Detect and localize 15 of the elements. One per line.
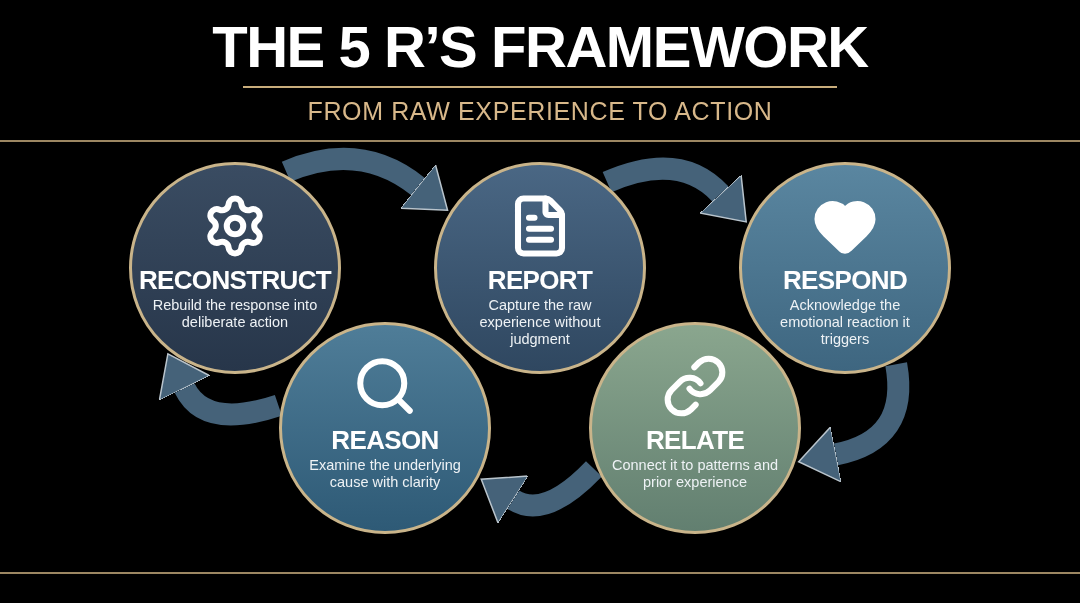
step-description: Connect it to patterns and prior experience [610,457,780,491]
step-title: RESPOND [783,265,907,295]
step-description: Rebuild the response into deliberate action [151,297,319,331]
title: THE 5 R’S FRAMEWORK [212,13,868,81]
step-description: Examine the underlying cause with clarity [308,457,462,491]
curved-arrow [602,157,749,222]
step-title: REASON [331,425,439,455]
curved-arrow [479,461,602,526]
step-description: Acknowledge the emotional reaction it triggers [779,297,911,348]
step-title: REPORT [487,265,593,295]
subtitle: FROM RAW EXPERIENCE TO ACTION [307,96,773,126]
step-title: RECONSTRUCT [138,265,332,295]
step-description: Capture the raw experience without judgment [478,297,602,348]
curved-arrow [282,147,450,210]
step-title: RELATE [645,425,745,455]
